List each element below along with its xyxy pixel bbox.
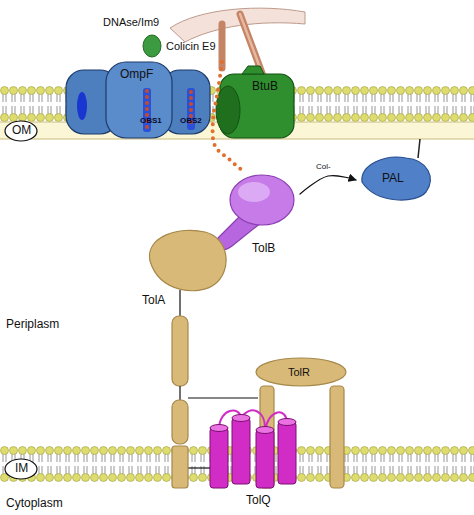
linker-line: [179, 386, 180, 400]
binding-residue: [189, 102, 193, 106]
binding-residue: [145, 95, 149, 99]
region-label: Cytoplasm: [6, 497, 63, 510]
membrane-protein: TolA: [140, 226, 240, 326]
node-label: PAL: [382, 172, 404, 185]
stalk-segment: [330, 386, 344, 488]
node-outline: [160, 0, 310, 62]
node-label: Colicin E9: [166, 40, 216, 52]
membrane-tag: IM: [4, 458, 38, 480]
node-label: OM: [12, 124, 31, 137]
colicin-toxin: Colicin E9: [160, 0, 310, 62]
binding-residue: [189, 108, 193, 112]
reaction-arrow: [300, 176, 356, 194]
linker-line: [188, 397, 258, 398]
helix-top: [278, 419, 296, 426]
binding-residue: [189, 90, 193, 94]
node-label: TolR: [288, 366, 310, 378]
binding-residue: [145, 119, 149, 123]
binding-site: [77, 92, 87, 120]
node-label: BtuB: [252, 80, 278, 93]
node-outline: [212, 66, 298, 142]
stalk-segment: [172, 400, 188, 444]
binding-residue: [189, 114, 193, 118]
protein-highlight: [238, 182, 270, 202]
translocation-path: [213, 62, 244, 172]
binding-site: [187, 88, 195, 130]
node-label: DNAse/Im9: [103, 16, 159, 28]
colicin-rod: [219, 24, 226, 68]
helix-cylinder: [256, 430, 274, 488]
lipid-anchor: [418, 139, 420, 158]
protein-domain: [256, 358, 346, 386]
helix-cylinder: [232, 418, 250, 484]
tag-oval: [5, 459, 37, 479]
site-label: OBS1: [140, 117, 162, 126]
stalk-segment: [172, 316, 188, 386]
receptor-barrel: BtuB: [212, 66, 298, 142]
node-label: TolB: [252, 242, 275, 255]
binding-residue: [145, 113, 149, 117]
receptor-lobe: [216, 86, 240, 134]
binding-residue: [189, 120, 193, 124]
dnase-domain: DNAse/Im9: [95, 12, 165, 60]
protein-domain: [150, 230, 227, 290]
linker-line: [179, 290, 180, 316]
node-label: OmpF: [120, 68, 153, 81]
lipoprotein: PAL: [356, 152, 436, 204]
region-label: Periplasm: [6, 318, 59, 331]
linker-line: [188, 467, 212, 468]
helix-loop: [219, 410, 287, 430]
protein-domain: [230, 175, 294, 225]
binding-residue: [189, 96, 193, 100]
site-label: OBS2: [180, 117, 202, 126]
membrane-protein: TolR: [254, 356, 348, 390]
transmembrane-segment: [172, 446, 188, 488]
node-outline: [140, 226, 240, 326]
node-label: TolA: [142, 294, 165, 307]
helix-top: [210, 425, 228, 432]
barrel-monomer: [106, 62, 172, 138]
node-label: TolQ: [246, 494, 271, 507]
helix-cylinder: [210, 428, 228, 488]
binding-residue: [145, 125, 149, 129]
dnase-shape: [143, 35, 161, 57]
helix-top: [232, 415, 250, 422]
membrane-tag: OM: [4, 120, 38, 142]
binding-site: [143, 88, 151, 132]
edge-label: Col-: [316, 163, 331, 172]
binding-residue: [145, 89, 149, 93]
helix-top: [256, 427, 274, 434]
tag-oval: [5, 121, 37, 141]
porin-barrel: OmpF: [66, 58, 210, 140]
helix-cylinder: [278, 422, 296, 484]
lipoprotein-shape: [362, 157, 430, 200]
receptor-loop: [242, 66, 264, 74]
binding-residue: [145, 101, 149, 105]
binding-residue: [145, 107, 149, 111]
membrane-protein: TolQ: [200, 400, 300, 512]
node-label: IM: [15, 462, 28, 475]
